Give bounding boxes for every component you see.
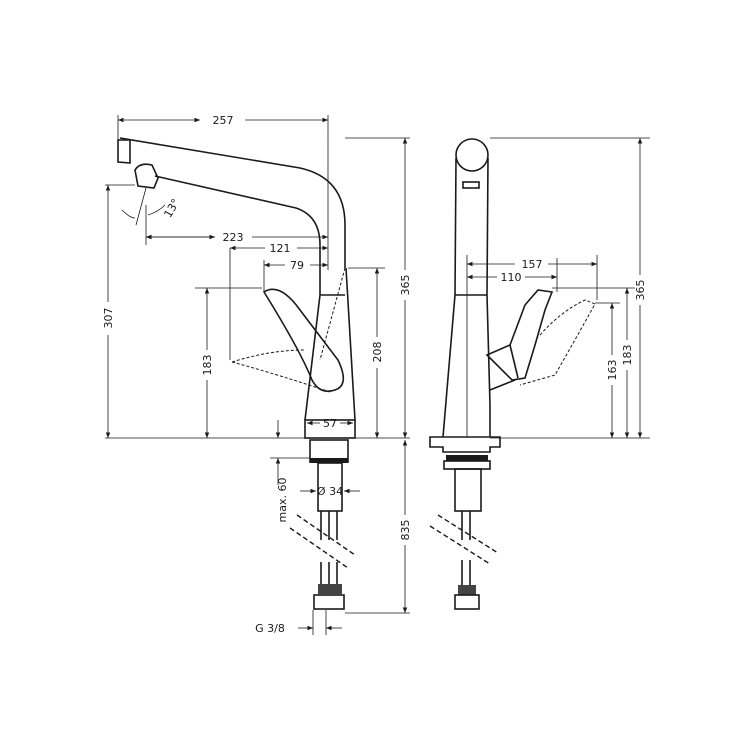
dim-13-degree: 13°	[161, 197, 182, 220]
side-view: 157 110 163 183 365	[429, 137, 650, 610]
dim-121: 121	[270, 242, 291, 255]
dim-208: 208	[371, 342, 384, 363]
dim-diameter-34: Ø 34	[317, 485, 343, 498]
side-dimensions: 157 110 163 183 365	[466, 137, 650, 439]
dim-223: 223	[223, 231, 244, 244]
dim-57: 57	[323, 417, 337, 430]
faucet-side-outline	[429, 138, 596, 610]
faucet-front-outline	[117, 137, 356, 610]
dim-835: 835	[399, 520, 412, 541]
dim-307: 307	[102, 308, 115, 329]
front-view: 257 223 121 79 365 307 183 208 57 max. 6…	[102, 114, 412, 635]
dim-183-front: 183	[201, 355, 214, 376]
dim-110: 110	[501, 271, 522, 284]
dim-183-side: 183	[621, 345, 634, 366]
dim-365-front: 365	[399, 275, 412, 296]
dim-79: 79	[290, 259, 304, 272]
dim-365-side: 365	[634, 280, 647, 301]
dim-max-60: max. 60	[276, 478, 289, 523]
dim-157: 157	[522, 258, 543, 271]
front-dimensions: 257 223 121 79 365 307 183 208 57 max. 6…	[102, 114, 412, 635]
dim-g-3-8: G 3/8	[255, 622, 285, 635]
dim-163: 163	[606, 360, 619, 381]
dim-257: 257	[213, 114, 234, 127]
